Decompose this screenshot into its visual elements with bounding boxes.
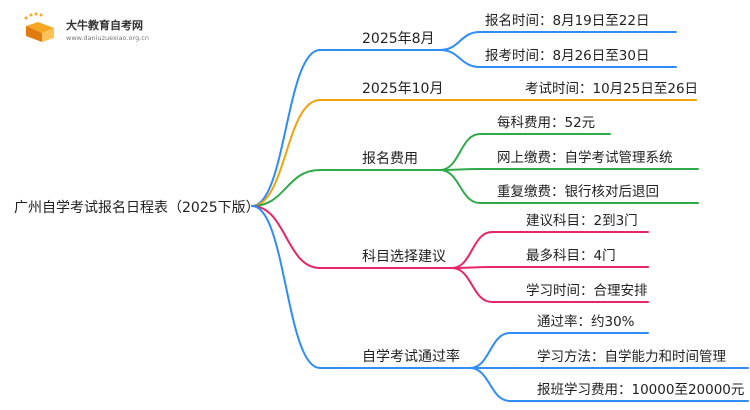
leaf-signup-time: 报名时间：8月19日至22日 <box>485 13 650 29</box>
root-node: 广州自学考试报名日程表（2025下版） <box>14 200 260 216</box>
leaf-course-fee: 报班学习费用：10000至20000元 <box>537 382 745 398</box>
leaf-suggested-subjects: 建议科目：2到3门 <box>526 213 638 229</box>
brand-url: www.daniuzuexiao.org.cn <box>66 34 149 42</box>
branch-pass-rate: 自学考试通过率 <box>362 349 460 365</box>
edge-leaf-subject-2 <box>451 267 649 303</box>
brand-name: 大牛教育自考网 <box>66 19 143 32</box>
book-icon <box>24 12 54 42</box>
branch-2025-oct: 2025年10月 <box>362 81 444 97</box>
edge-leaf-subject-0 <box>451 231 649 269</box>
edge-leaf-aug-1 <box>439 49 677 68</box>
branch-fee: 报名费用 <box>362 151 418 167</box>
brand-logo: 大牛教育自考网 www.daniuzuexiao.org.cn <box>20 12 180 48</box>
leaf-study-time: 学习时间：合理安排 <box>526 283 648 299</box>
leaf-apply-time: 报考时间：8月26日至30日 <box>485 48 650 64</box>
leaf-duplicate-payment: 重复缴费：银行核对后退回 <box>497 184 659 200</box>
edge-leaf-aug-0 <box>439 31 677 51</box>
leaf-pass-rate: 通过率：约30% <box>537 314 635 330</box>
edge-leaf-passrate-2 <box>469 367 749 402</box>
leaf-max-subjects: 最多科目：4门 <box>526 248 616 264</box>
edge-leaf-fee-0 <box>439 133 611 171</box>
edge-root-subject <box>251 205 321 269</box>
edge-root-oct <box>251 99 321 207</box>
edge-leaf-passrate-0 <box>469 332 649 369</box>
edge-root-fee <box>251 169 321 207</box>
edge-root-aug <box>251 49 321 207</box>
branch-2025-aug: 2025年8月 <box>362 31 435 47</box>
branch-subject-advice: 科目选择建议 <box>362 249 446 265</box>
edge-root-passrate <box>251 205 321 369</box>
leaf-exam-time: 考试时间：10月25日至26日 <box>525 81 699 97</box>
edge-leaf-fee-2 <box>439 169 699 204</box>
leaf-study-method: 学习方法：自学能力和时间管理 <box>537 349 726 365</box>
leaf-fee-per-subject: 每科费用：52元 <box>497 115 596 131</box>
edge-leaf-fee-1 <box>439 168 699 171</box>
edge-leaf-subject-1 <box>451 266 649 269</box>
leaf-online-payment: 网上缴费：自学考试管理系统 <box>497 150 673 166</box>
